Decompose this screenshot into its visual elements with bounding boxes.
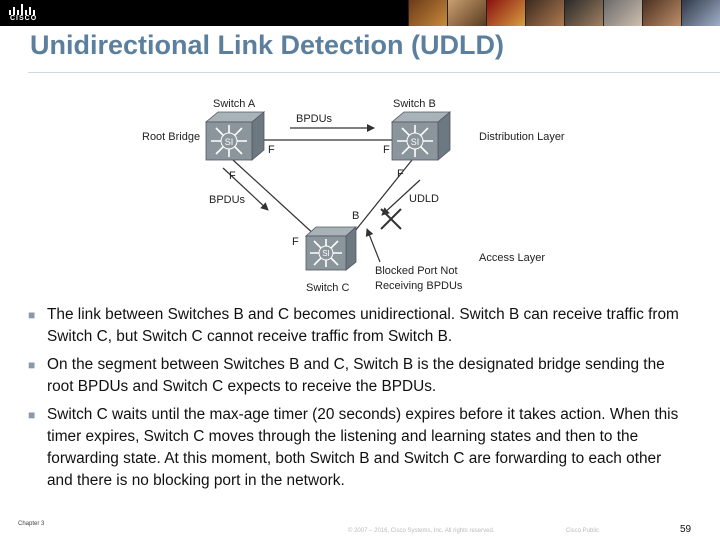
bullet-text: The link between Switches B and C become… [47,306,679,345]
blocked-port-label: Receiving BPDUs [375,280,463,292]
bullet-item: ■ Switch C waits until the max-age timer… [28,404,688,492]
page-number: 59 [680,524,692,535]
link-b-c [350,159,413,237]
port-b-label: B [352,210,359,222]
switch-c-label: Switch C [306,282,349,294]
header-photo [525,0,564,26]
port-f-label: F [292,236,299,248]
cisco-logo [9,4,35,15]
port-f-label: F [229,170,236,182]
port-f-label: F [397,168,404,180]
header-photo [408,0,447,26]
header-bar: CISCO [0,0,720,26]
bullet-text: On the segment between Switches B and C,… [47,356,665,395]
bpdus-arrow-left [222,167,269,211]
switch-b-label: Switch B [393,98,436,110]
blocked-link-x-icon [380,208,402,230]
header-photo [603,0,642,26]
link-a-c [232,159,317,237]
bullet-item: ■ The link between Switches B and C beco… [28,304,688,348]
chapter-label: Chapter 3 [18,521,45,527]
bullet-item: ■ On the segment between Switches B and … [28,354,688,398]
bullet-marker-icon: ■ [28,358,36,372]
cisco-logo-text: CISCO [10,15,38,22]
access-layer-label: Access Layer [479,252,545,264]
copyright-text: © 2007 – 2016, Cisco Systems, Inc. All r… [348,528,495,534]
port-f-label: F [383,144,390,156]
switch-b-icon: SI [390,111,452,161]
blocked-port-arrow [365,228,381,263]
title-divider [28,72,720,73]
root-bridge-label: Root Bridge [142,131,200,143]
udld-label: UDLD [409,193,439,205]
switch-a-symbol: SI [225,137,234,147]
udld-diagram: SI SI SI Switch A Switch B Switch C Root [142,98,565,294]
distribution-layer-label: Distribution Layer [479,131,565,143]
switch-c-icon: SI [304,226,358,271]
bpdus-left-label: BPDUs [209,194,246,206]
header-photo [447,0,486,26]
udld-arrow [381,179,421,216]
header-photo [486,0,525,26]
switch-b-symbol: SI [411,137,420,147]
bullet-marker-icon: ■ [28,408,36,422]
header-photo-strip [408,0,720,26]
header-photo [681,0,720,26]
bullet-text: Switch C waits until the max-age timer (… [47,406,679,489]
switch-c-symbol: SI [322,249,330,258]
port-f-label: F [268,144,275,156]
page-title: Unidirectional Link Detection (UDLD) [30,30,505,60]
classification-text: Cisco Public [566,528,600,534]
header-photo [564,0,603,26]
bullet-list: ■ The link between Switches B and C beco… [28,304,688,498]
switch-a-label: Switch A [213,98,256,110]
blocked-port-label: Blocked Port Not [375,265,458,277]
bullet-marker-icon: ■ [28,308,36,322]
bpdus-top-label: BPDUs [296,113,333,125]
header-photo [642,0,681,26]
switch-a-icon: SI [204,111,266,161]
